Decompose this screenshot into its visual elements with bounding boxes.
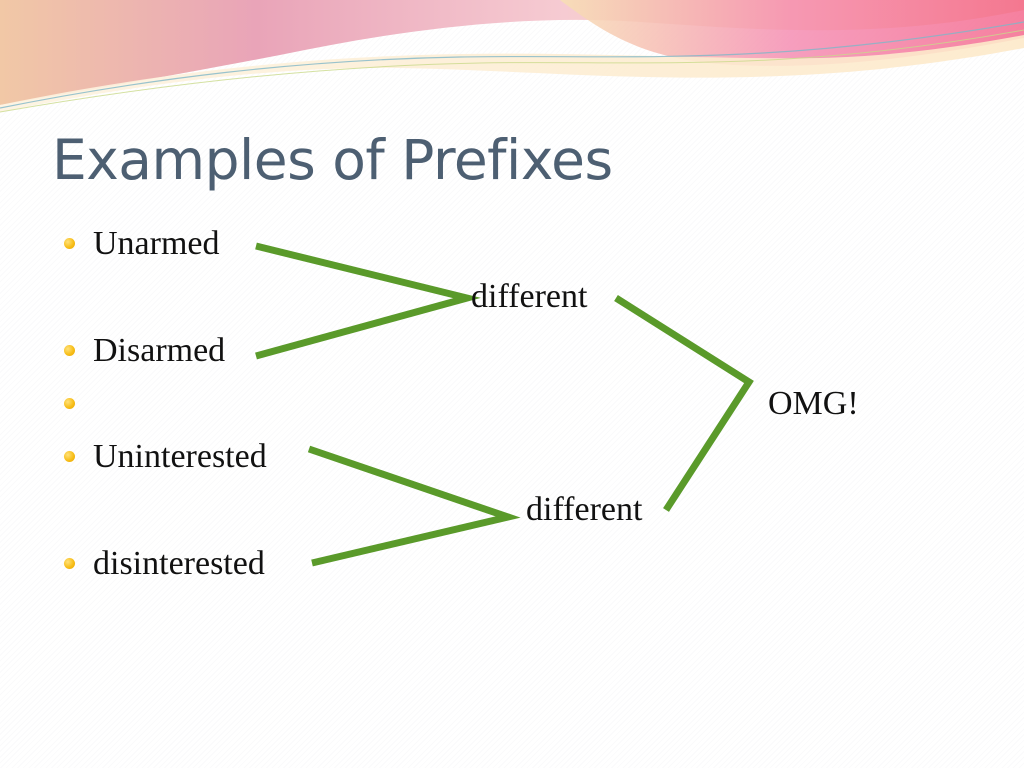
header-wave-decoration	[0, 0, 1024, 113]
label-different-bottom: different	[526, 491, 643, 528]
bullet-icon	[64, 398, 75, 409]
bullet-text-disarmed: Disarmed	[93, 332, 226, 369]
bullet-text-disinterested: disinterested	[93, 545, 265, 582]
connector-uninterested-disinterested	[307, 445, 521, 567]
bullet-text-uninterested: Uninterested	[93, 438, 267, 475]
bullet-icon	[64, 451, 75, 462]
label-different-top: different	[471, 278, 588, 315]
connector-omg	[614, 295, 754, 512]
label-omg: OMG!	[768, 385, 859, 422]
bullet-icon	[64, 238, 75, 249]
bullet-icon	[64, 345, 75, 356]
bullet-icon	[64, 558, 75, 569]
bullet-text-unarmed: Unarmed	[93, 225, 220, 262]
connector-unarmed-disarmed	[255, 242, 481, 360]
slide-title: Examples of Prefixes	[52, 128, 613, 192]
